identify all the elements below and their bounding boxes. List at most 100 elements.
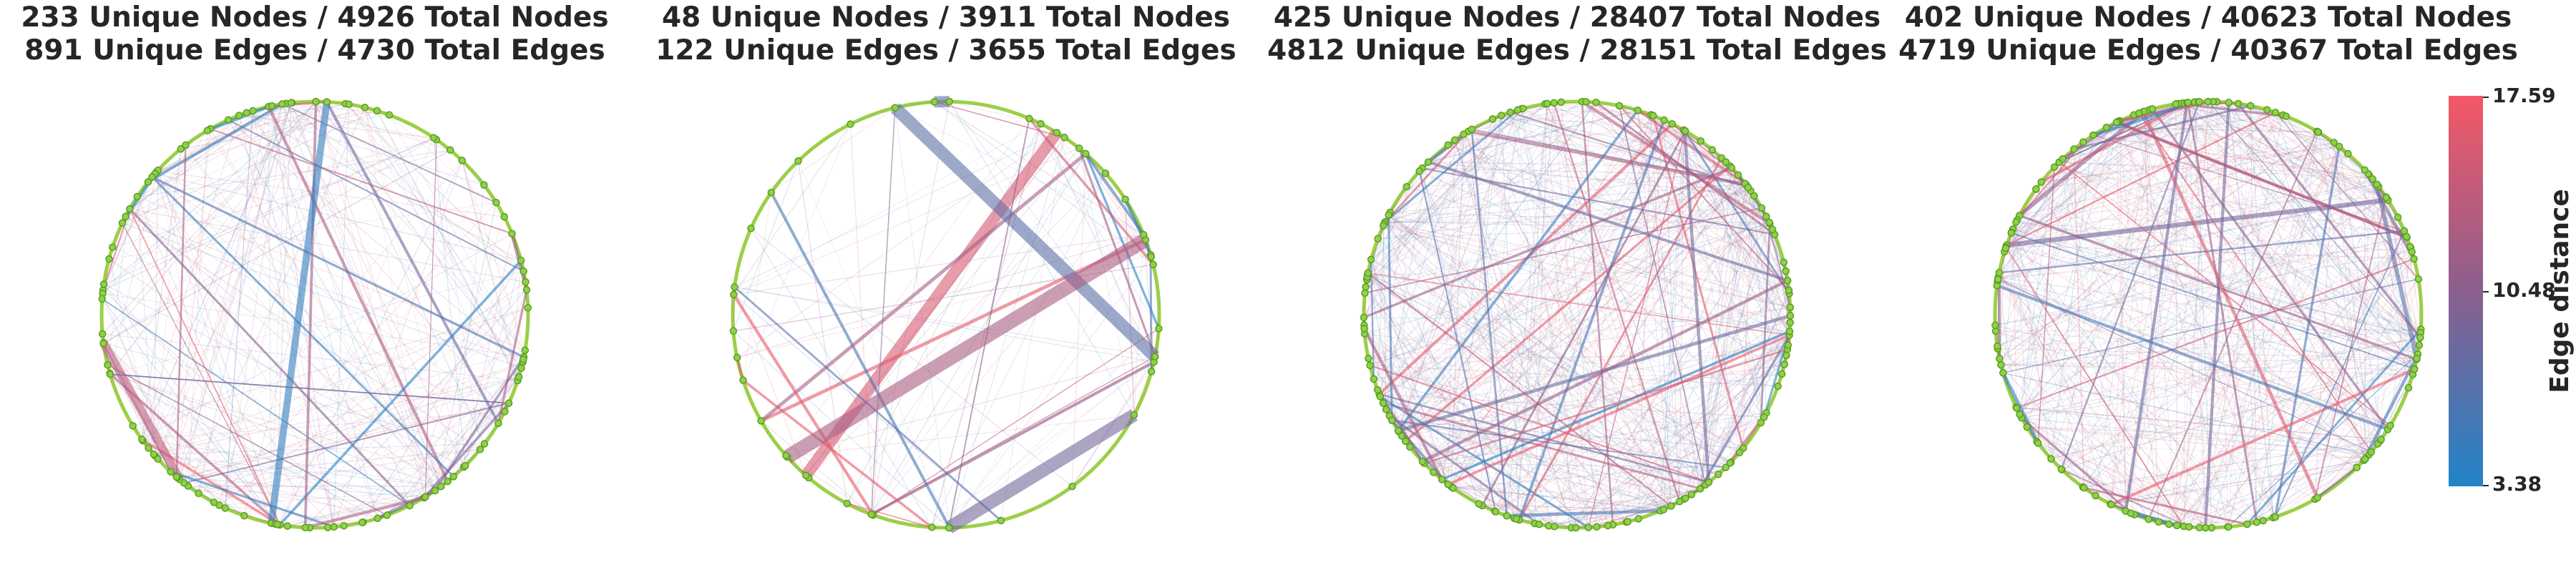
edge-faint xyxy=(142,233,512,440)
edge-faint xyxy=(2133,114,2276,518)
graph-node xyxy=(500,212,508,221)
graph-node xyxy=(444,477,452,486)
edge-faint xyxy=(2177,258,2414,526)
edge-faint xyxy=(1463,134,1672,506)
edge-faint xyxy=(1367,104,1546,277)
edge-faint xyxy=(386,308,529,516)
graph-node xyxy=(1450,136,1459,144)
edge xyxy=(847,503,932,529)
graph-node xyxy=(1634,107,1642,114)
edge-faint xyxy=(153,170,159,455)
edge-faint xyxy=(2011,112,2276,233)
graph-node xyxy=(1370,375,1378,383)
edge-faint xyxy=(1405,115,1654,442)
graph-node xyxy=(1430,468,1438,476)
edge-faint xyxy=(1451,486,1664,510)
edge-faint xyxy=(268,106,379,518)
edge-faint xyxy=(1385,130,1685,223)
graph-node xyxy=(2032,185,2040,193)
graph-node xyxy=(1460,130,1468,138)
edge-faint xyxy=(1071,153,1086,487)
graph-node xyxy=(99,280,108,288)
edge-faint xyxy=(733,234,1144,295)
edge-faint xyxy=(1366,171,1420,280)
edge-faint xyxy=(187,130,208,486)
edge-faint xyxy=(871,173,1106,515)
edge-faint xyxy=(109,258,441,487)
graph-node xyxy=(2127,509,2135,517)
graph-node xyxy=(1468,125,1476,134)
edge xyxy=(326,101,500,424)
graph-node xyxy=(945,97,953,106)
graph-node xyxy=(2012,218,2020,226)
edge-faint xyxy=(1424,412,1767,464)
edge-faint xyxy=(2316,131,2366,171)
graph-node xyxy=(278,100,286,108)
graph-node xyxy=(739,376,747,384)
graph-node xyxy=(1592,98,1600,107)
edge xyxy=(1518,119,1666,521)
edge-faint xyxy=(1455,130,1685,141)
edge-faint xyxy=(2177,454,2369,526)
edge-faint xyxy=(333,160,463,528)
graph-node xyxy=(1994,275,2002,283)
edge-faint xyxy=(2016,406,2381,441)
edge-faint xyxy=(1133,235,1144,416)
edge-faint xyxy=(185,103,346,146)
edge-faint xyxy=(1519,349,1788,521)
edge xyxy=(1447,334,1790,486)
edge-faint xyxy=(102,102,328,294)
graph-node xyxy=(731,283,738,291)
edge-faint xyxy=(733,160,799,332)
edge-faint xyxy=(1379,102,1596,395)
edge-faint xyxy=(1679,129,1684,502)
edge-faint xyxy=(2194,102,2405,232)
edge-faint xyxy=(386,376,519,516)
edge-faint xyxy=(2083,131,2318,488)
edge xyxy=(1397,314,1791,433)
edge-faint xyxy=(1367,140,1701,274)
colorbar-gradient xyxy=(2449,96,2483,486)
edge-faint xyxy=(187,486,344,526)
edge-faint xyxy=(1517,109,1629,522)
edge-faint xyxy=(2273,353,2419,518)
graph-node xyxy=(1696,485,1704,493)
graph-node xyxy=(843,499,852,508)
edge-faint xyxy=(112,247,499,424)
edge xyxy=(1684,129,1790,295)
edge-faint xyxy=(1370,259,1731,463)
graph-node xyxy=(2007,229,2016,237)
graph-node xyxy=(118,219,127,227)
edge-faint xyxy=(409,216,505,506)
edge-faint xyxy=(1366,105,1620,280)
edge-faint xyxy=(148,103,287,448)
edge-faint xyxy=(1997,279,2264,521)
edge xyxy=(151,176,525,358)
edge-faint xyxy=(1379,165,1730,395)
edge-faint xyxy=(176,129,211,477)
edge-faint xyxy=(2317,387,2409,498)
edge-faint xyxy=(849,124,874,516)
graph-node xyxy=(2225,99,2233,107)
edge-faint xyxy=(786,455,874,516)
edge-faint xyxy=(2021,142,2084,418)
graph-node xyxy=(1744,183,1752,192)
graph-node xyxy=(1782,351,1790,360)
edge-faint xyxy=(1391,115,1654,421)
graph-node xyxy=(1782,267,1790,275)
edge xyxy=(760,238,1147,423)
graph-node xyxy=(301,524,309,531)
edge xyxy=(770,192,951,529)
edge-faint xyxy=(1367,276,1731,464)
edge-faint xyxy=(734,286,1156,358)
edge-faint xyxy=(2285,116,2421,338)
edge-faint xyxy=(2116,122,2276,518)
edge-faint xyxy=(1422,330,1790,462)
edge-faint xyxy=(109,171,157,374)
edge-faint xyxy=(1366,279,1744,449)
graph-node xyxy=(429,134,438,142)
edge-faint xyxy=(103,343,288,526)
edge-faint xyxy=(1385,221,1692,495)
edge xyxy=(268,101,331,524)
edge-faint xyxy=(1397,430,1628,523)
